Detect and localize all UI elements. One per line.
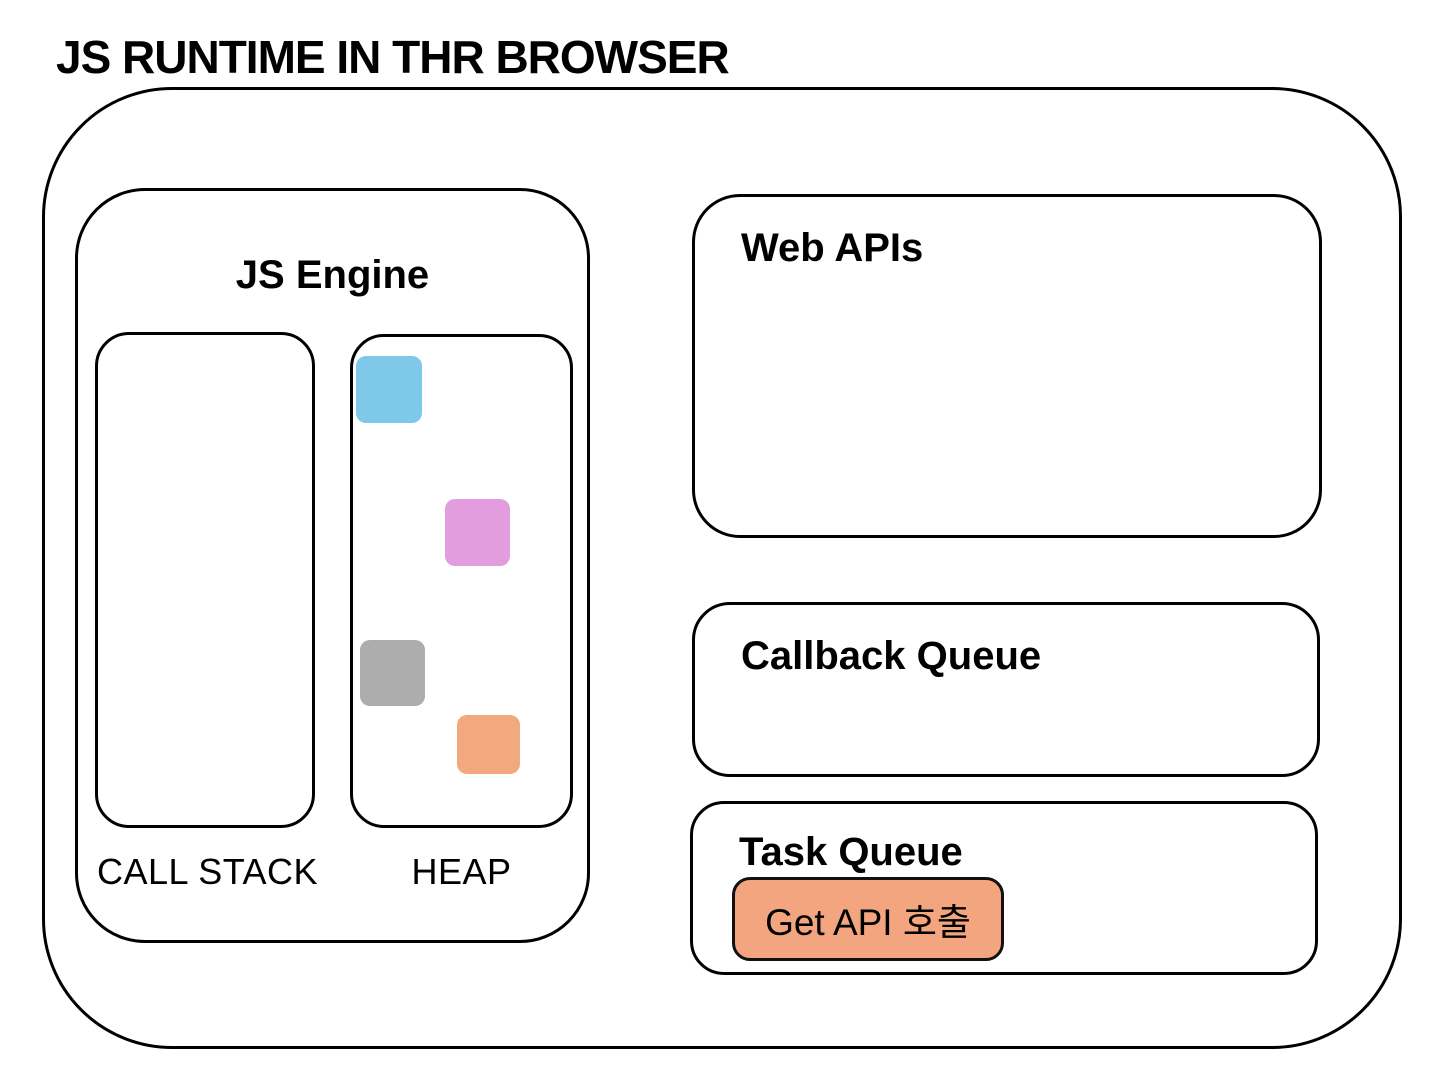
callback-queue-box: Callback Queue <box>692 602 1320 777</box>
task-queue-box: Task Queue Get API 호출 <box>690 801 1318 975</box>
call-stack-box <box>95 332 315 828</box>
heap-label: HEAP <box>411 851 512 892</box>
web-apis-box: Web APIs <box>692 194 1322 538</box>
heap-block-blue <box>356 356 422 423</box>
heap-block-pink <box>445 499 510 566</box>
task-item-label: Get API 호출 <box>765 902 971 943</box>
web-apis-label: Web APIs <box>741 226 924 270</box>
heap-block-orange <box>457 715 520 774</box>
browser-runtime-container: JS Engine CALL STACK HEAP Web APIs Callb… <box>42 87 1402 1049</box>
task-item-get-api-call: Get API 호출 <box>732 877 1004 961</box>
heap-block-gray <box>360 640 425 706</box>
task-queue-label: Task Queue <box>739 830 963 874</box>
diagram-title: JS RUNTIME IN THR BROWSER <box>56 31 730 83</box>
js-engine-label: JS Engine <box>235 253 430 297</box>
js-engine-box: JS Engine CALL STACK HEAP <box>75 188 590 943</box>
callback-queue-label: Callback Queue <box>741 634 1042 678</box>
heap-box <box>350 334 573 828</box>
call-stack-label: CALL STACK <box>97 851 319 892</box>
